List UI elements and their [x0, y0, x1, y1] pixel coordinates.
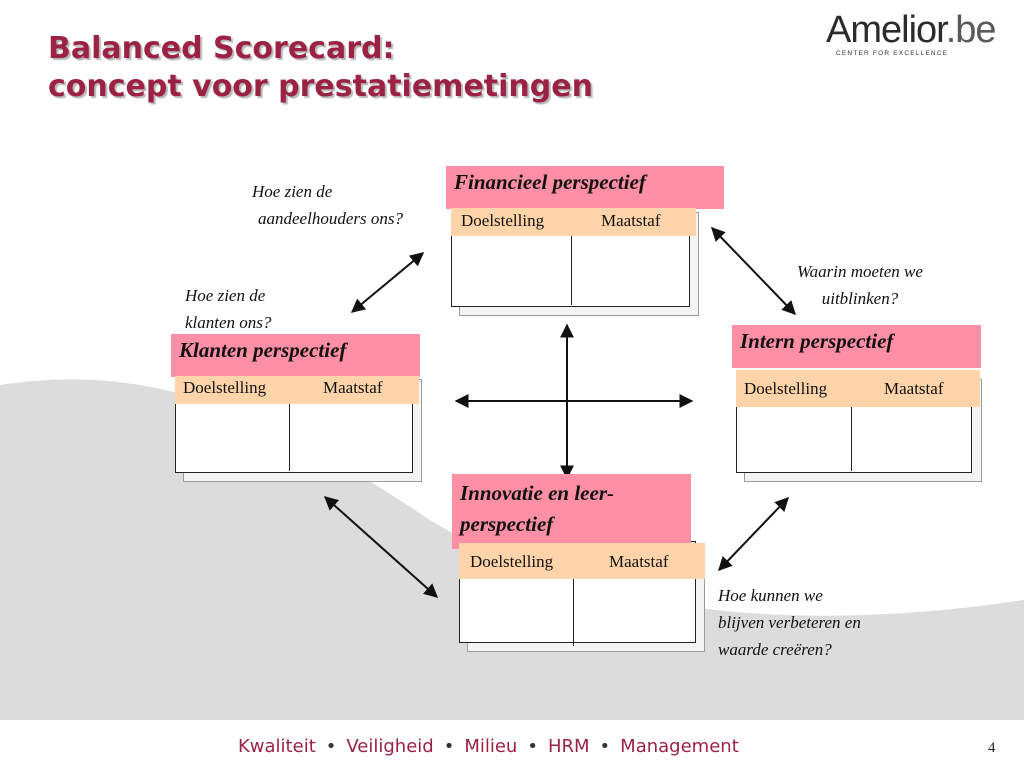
internal-divider: [851, 371, 852, 471]
customer-col-objective: Doelstelling: [183, 378, 267, 397]
question-improve-line-3: waarde creëren?: [718, 640, 832, 659]
title-line-2: concept voor prestatiemetingen: [48, 69, 593, 104]
financial-divider: [571, 204, 572, 305]
internal-subheader: Doelstelling Maatstaf: [736, 370, 980, 407]
customer-divider: [289, 371, 290, 471]
footer-item-milieu: Milieu: [464, 736, 518, 757]
financial-title: Financieel perspectief: [446, 166, 724, 209]
title-line-1: Balanced Scorecard:: [48, 31, 395, 66]
innovation-col-objective: Doelstelling: [470, 552, 554, 571]
innovation-col-measure: Maatstaf: [609, 552, 669, 571]
footer-separator: •: [443, 736, 455, 757]
question-improve-line-1: Hoe kunnen we: [718, 586, 823, 605]
innovation-title: Innovatie en leer-perspectief: [452, 474, 691, 549]
financial-col-objective: Doelstelling: [461, 211, 545, 230]
question-shareholders: Hoe zien de aandeelhouders ons?: [252, 178, 403, 232]
page-number: 4: [988, 740, 996, 756]
footer-item-hrm: HRM: [547, 736, 590, 757]
footer-separator: •: [527, 736, 538, 757]
customer-title: Klanten perspectief: [171, 334, 420, 377]
amelior-logo: Amelior.be CENTER FOR EXCELLENCE: [826, 8, 1016, 58]
logo-tagline: CENTER FOR EXCELLENCE: [836, 50, 949, 57]
question-shareholders-line-1: Hoe zien de: [252, 182, 333, 201]
question-customers: Hoe zien de klanten ons?: [185, 282, 271, 336]
logo-wordmark: Amelior.be: [826, 8, 997, 52]
question-excel: Waarin moeten we uitblinken?: [797, 258, 923, 312]
question-excel-line-1: Waarin moeten we: [797, 262, 923, 281]
question-improve: Hoe kunnen we blijven verbeteren en waar…: [718, 582, 861, 663]
question-customers-line-1: Hoe zien de: [185, 286, 266, 305]
question-customers-line-2: klanten ons?: [185, 313, 272, 332]
internal-col-measure: Maatstaf: [884, 379, 944, 398]
footer-item-kwaliteit: Kwaliteit: [238, 736, 316, 757]
footer-item-management: Management: [620, 736, 739, 757]
question-excel-line-2: uitblinken?: [821, 289, 899, 308]
financial-subheader: Doelstelling Maatstaf: [451, 208, 696, 236]
question-shareholders-line-2: aandeelhouders ons?: [258, 209, 403, 228]
footer-item-veiligheid: Veiligheid: [346, 736, 434, 757]
innovation-divider: [573, 541, 574, 646]
customer-subheader: Doelstelling Maatstaf: [175, 376, 419, 404]
financial-col-measure: Maatstaf: [601, 211, 661, 230]
internal-col-objective: Doelstelling: [744, 379, 828, 398]
internal-title: Intern perspectief: [732, 325, 981, 368]
slide-title: Balanced Scorecard: concept voor prestat…: [48, 30, 593, 106]
footer-separator: •: [325, 736, 337, 757]
footer-separator: •: [599, 736, 611, 757]
question-improve-line-2: blijven verbeteren en: [718, 613, 861, 632]
innovation-subheader: Doelstelling Maatstaf: [459, 543, 705, 579]
logo-suffix: .be: [945, 9, 997, 51]
logo-name: Amelior: [826, 9, 947, 51]
customer-col-measure: Maatstaf: [323, 378, 383, 397]
footer-tagline: Kwaliteit • Veiligheid • Milieu • HRM • Manageme…: [238, 736, 739, 757]
